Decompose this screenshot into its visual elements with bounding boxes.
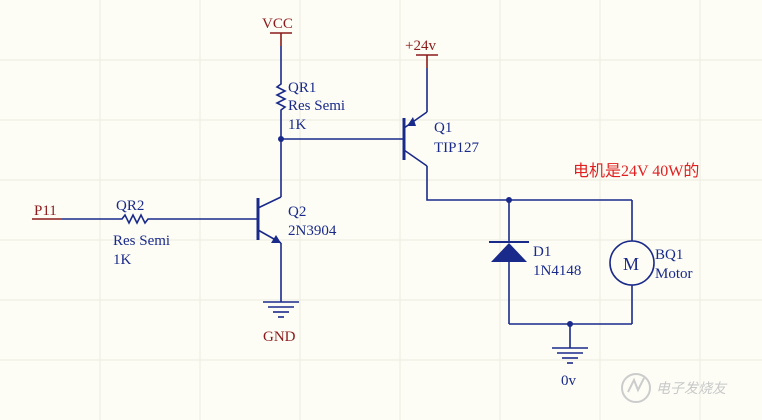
q1-ref: Q1 bbox=[434, 120, 452, 136]
qr1-type: Res Semi bbox=[288, 98, 345, 114]
v24-power-port bbox=[416, 54, 438, 68]
motor-spec-annotation: 电机是24V 40W的 bbox=[573, 162, 699, 180]
vcc-label: VCC bbox=[262, 16, 293, 32]
qr2-ref: QR2 bbox=[116, 198, 144, 214]
q2-part: 2N3904 bbox=[288, 223, 337, 239]
d1-diode-symbol bbox=[489, 241, 529, 262]
qr1-value: 1K bbox=[288, 117, 307, 133]
d1-part: 1N4148 bbox=[533, 263, 581, 279]
q2-transistor-symbol bbox=[256, 196, 282, 244]
v24-label: +24v bbox=[405, 38, 436, 54]
watermark-logo bbox=[621, 373, 651, 403]
qr2-value: 1K bbox=[113, 252, 132, 268]
wire-q1-load bbox=[426, 166, 632, 201]
gnd-label: GND bbox=[263, 329, 296, 345]
qr2-resistor-symbol bbox=[118, 213, 152, 225]
zero-volt-label: 0v bbox=[561, 373, 577, 389]
qr1-ref: QR1 bbox=[288, 80, 316, 96]
motor-m-symbol: M bbox=[623, 254, 639, 274]
gnd-ground-symbol bbox=[263, 301, 299, 318]
vcc-power-port bbox=[270, 32, 292, 46]
qr1-resistor-symbol bbox=[275, 80, 287, 114]
watermark-text: 电子发烧友 bbox=[656, 381, 728, 397]
q1-transistor-symbol bbox=[402, 111, 428, 167]
zero-volt-ground-symbol bbox=[552, 347, 588, 364]
qr2-type: Res Semi bbox=[113, 233, 170, 249]
p11-label: P11 bbox=[34, 203, 57, 219]
bq1-ref: BQ1 bbox=[655, 247, 683, 263]
bq1-part: Motor bbox=[655, 266, 693, 282]
q1-part: TIP127 bbox=[434, 140, 480, 156]
q2-ref: Q2 bbox=[288, 204, 306, 220]
d1-ref: D1 bbox=[533, 244, 551, 260]
